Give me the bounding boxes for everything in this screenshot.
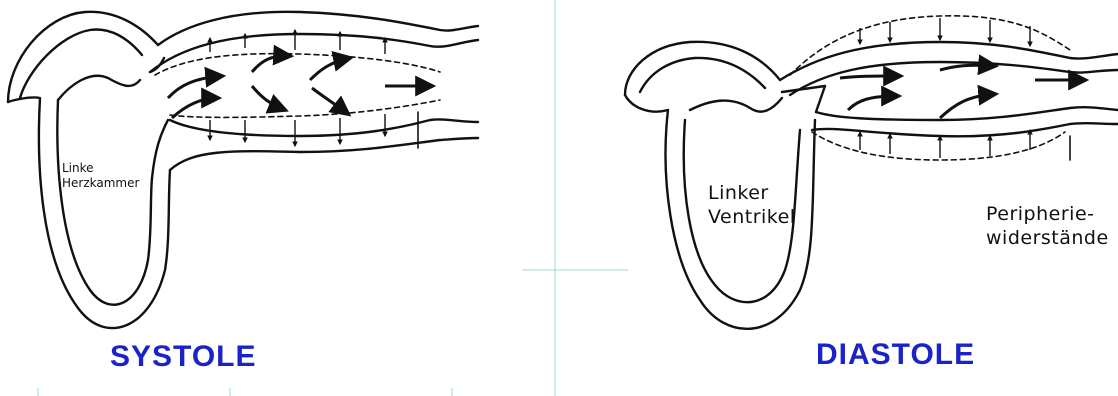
systole-label-line1: Linke [62, 161, 94, 175]
diastole-periphery-label-line2: widerstände [986, 227, 1109, 250]
diastole-aorta [780, 16, 1118, 160]
systole-title: SYSTOLE [110, 340, 256, 374]
diastole-ventricle-label-line1: Linker [708, 182, 769, 205]
diastole-ventricle-label-line2: Ventrikel [708, 206, 796, 229]
systole-wall-arrows [210, 30, 385, 146]
guide-lines [38, 0, 628, 396]
systole-label-line2: Herzkammer [62, 176, 139, 190]
systole-flow-arrows [168, 56, 432, 118]
diastole-title: DIASTOLE [816, 338, 975, 372]
diastole-periphery-label-line1: Peripherie- [986, 203, 1095, 226]
